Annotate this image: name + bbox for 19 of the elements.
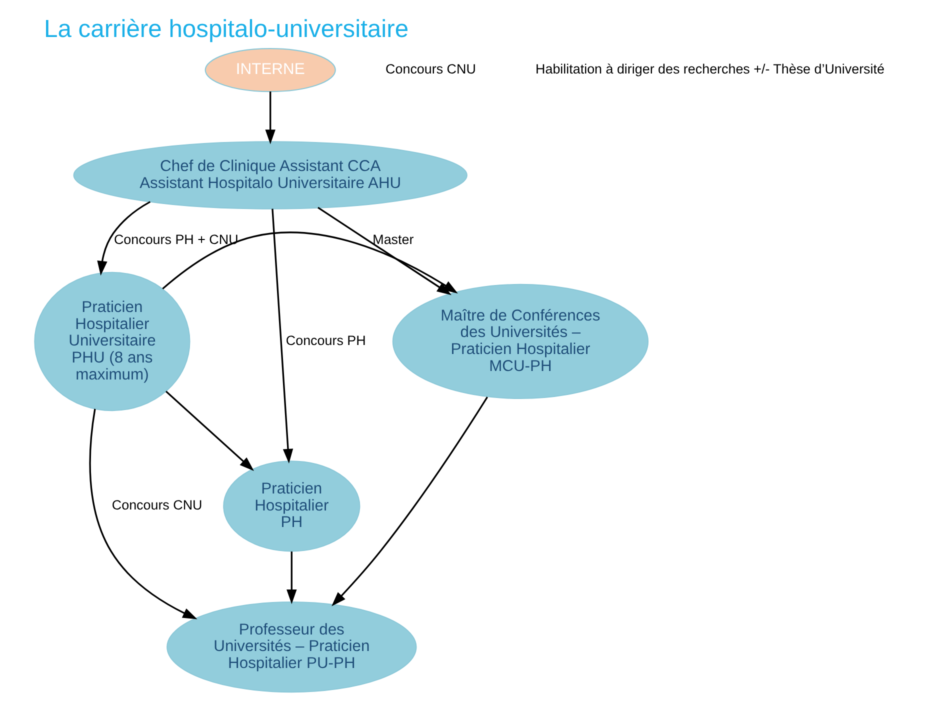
node-ellipse: Chef de Clinique Assistant CCA Assistant Hospitalo Universitaire AHU: [73, 141, 468, 210]
arrow: [286, 552, 297, 604]
arrow: [97, 201, 151, 276]
label: Concours CNU: [386, 62, 476, 77]
node-ellipse: INTERNE: [204, 48, 336, 92]
arrow: [162, 232, 458, 294]
node-ellipse: Praticien Hospitalier Universitaire PHU (8 ans maximum): [34, 272, 190, 412]
arrow: [165, 390, 254, 471]
edge-label: Concours CNU: [112, 498, 202, 513]
diagram-title: La carrière hospitalo-universitaire: [44, 16, 409, 43]
node-ellipse: Praticien Hospitalier PH: [223, 460, 360, 552]
edge-label: Master: [372, 232, 414, 247]
arrow: [89, 408, 198, 620]
label: Habilitation à diriger des recherches +/- Thèse d’Université: [536, 62, 884, 77]
arrow: [272, 208, 294, 464]
arrow: [265, 92, 276, 144]
node-ellipse: Professeur des Universités – Praticien Hospitalier PU-PH: [166, 602, 417, 693]
arrow: [332, 396, 488, 606]
edge-label: Concours PH: [286, 332, 366, 348]
